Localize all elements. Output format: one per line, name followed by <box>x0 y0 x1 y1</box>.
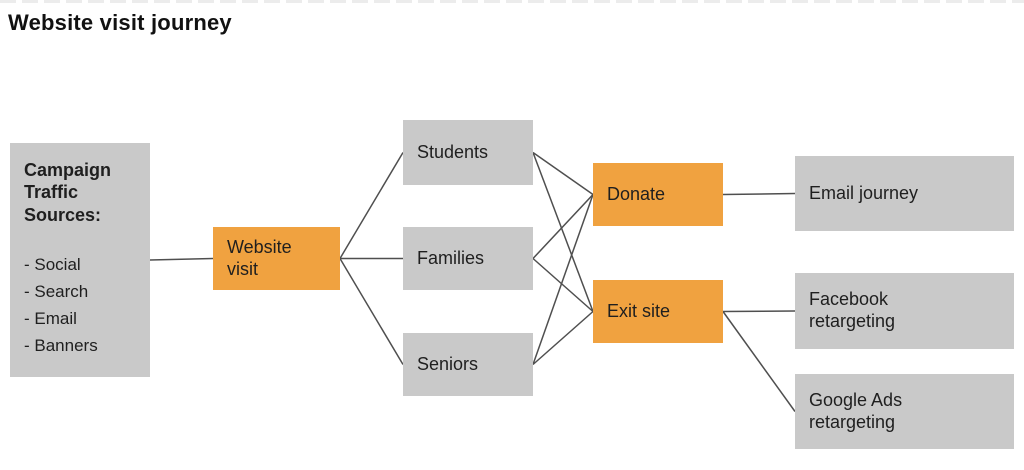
edge-website-visit-to-seniors <box>339 258 404 365</box>
campaign-source-item: - Search <box>24 281 89 301</box>
edge-students-to-donate <box>532 151 594 196</box>
edge-students-to-exit-site <box>532 152 594 312</box>
node-label-facebook-retargeting: Facebook retargeting <box>809 289 896 331</box>
node-campaign-traffic-sources: Campaign Traffic Sources: - Social - Searc… <box>10 143 150 377</box>
node-label-campaign-traffic-sources: Campaign Traffic Sources: <box>24 160 112 225</box>
node-email-journey: Email journey <box>795 156 1014 231</box>
node-students: Students <box>403 120 533 185</box>
edge-donate-to-email-journey <box>722 192 796 196</box>
edge-seniors-to-donate <box>532 194 594 365</box>
node-google-ads-retargeting: Google Ads retargeting <box>795 374 1014 449</box>
edge-families-to-donate <box>532 193 594 260</box>
node-exit-site: Exit site <box>593 280 723 343</box>
page-title: Website visit journey <box>8 10 232 35</box>
node-label-exit-site: Exit site <box>607 300 671 321</box>
edge-website-visit-to-students <box>339 152 404 259</box>
edge-exit-site-to-facebook-retargeting <box>722 310 796 313</box>
campaign-source-item: - Email <box>24 308 77 328</box>
node-facebook-retargeting: Facebook retargeting <box>795 273 1014 349</box>
edge-campaign-traffic-sources-to-website-visit <box>149 257 214 261</box>
node-label-google-ads-retargeting: Google Ads retargeting <box>809 389 903 432</box>
node-website-visit: Website visit <box>213 227 340 290</box>
node-label-seniors: Seniors <box>417 353 479 374</box>
node-label-email-journey: Email journey <box>809 182 919 203</box>
top-border-artifact <box>0 0 1024 3</box>
node-label-donate: Donate <box>607 183 666 204</box>
node-label-families: Families <box>417 247 485 268</box>
edge-seniors-to-exit-site <box>532 310 594 366</box>
campaign-source-list: - Social - Search - Email - Banners <box>24 251 138 359</box>
edge-exit-site-to-google-ads-retargeting <box>722 311 796 412</box>
node-label-students: Students <box>417 141 489 162</box>
campaign-source-item: - Social <box>24 254 81 274</box>
campaign-source-item: - Banners <box>24 335 98 355</box>
node-families: Families <box>403 227 533 290</box>
edge-families-to-exit-site <box>532 257 594 313</box>
node-seniors: Seniors <box>403 333 533 396</box>
node-label-website-visit: Website visit <box>227 236 292 279</box>
node-donate: Donate <box>593 163 723 226</box>
